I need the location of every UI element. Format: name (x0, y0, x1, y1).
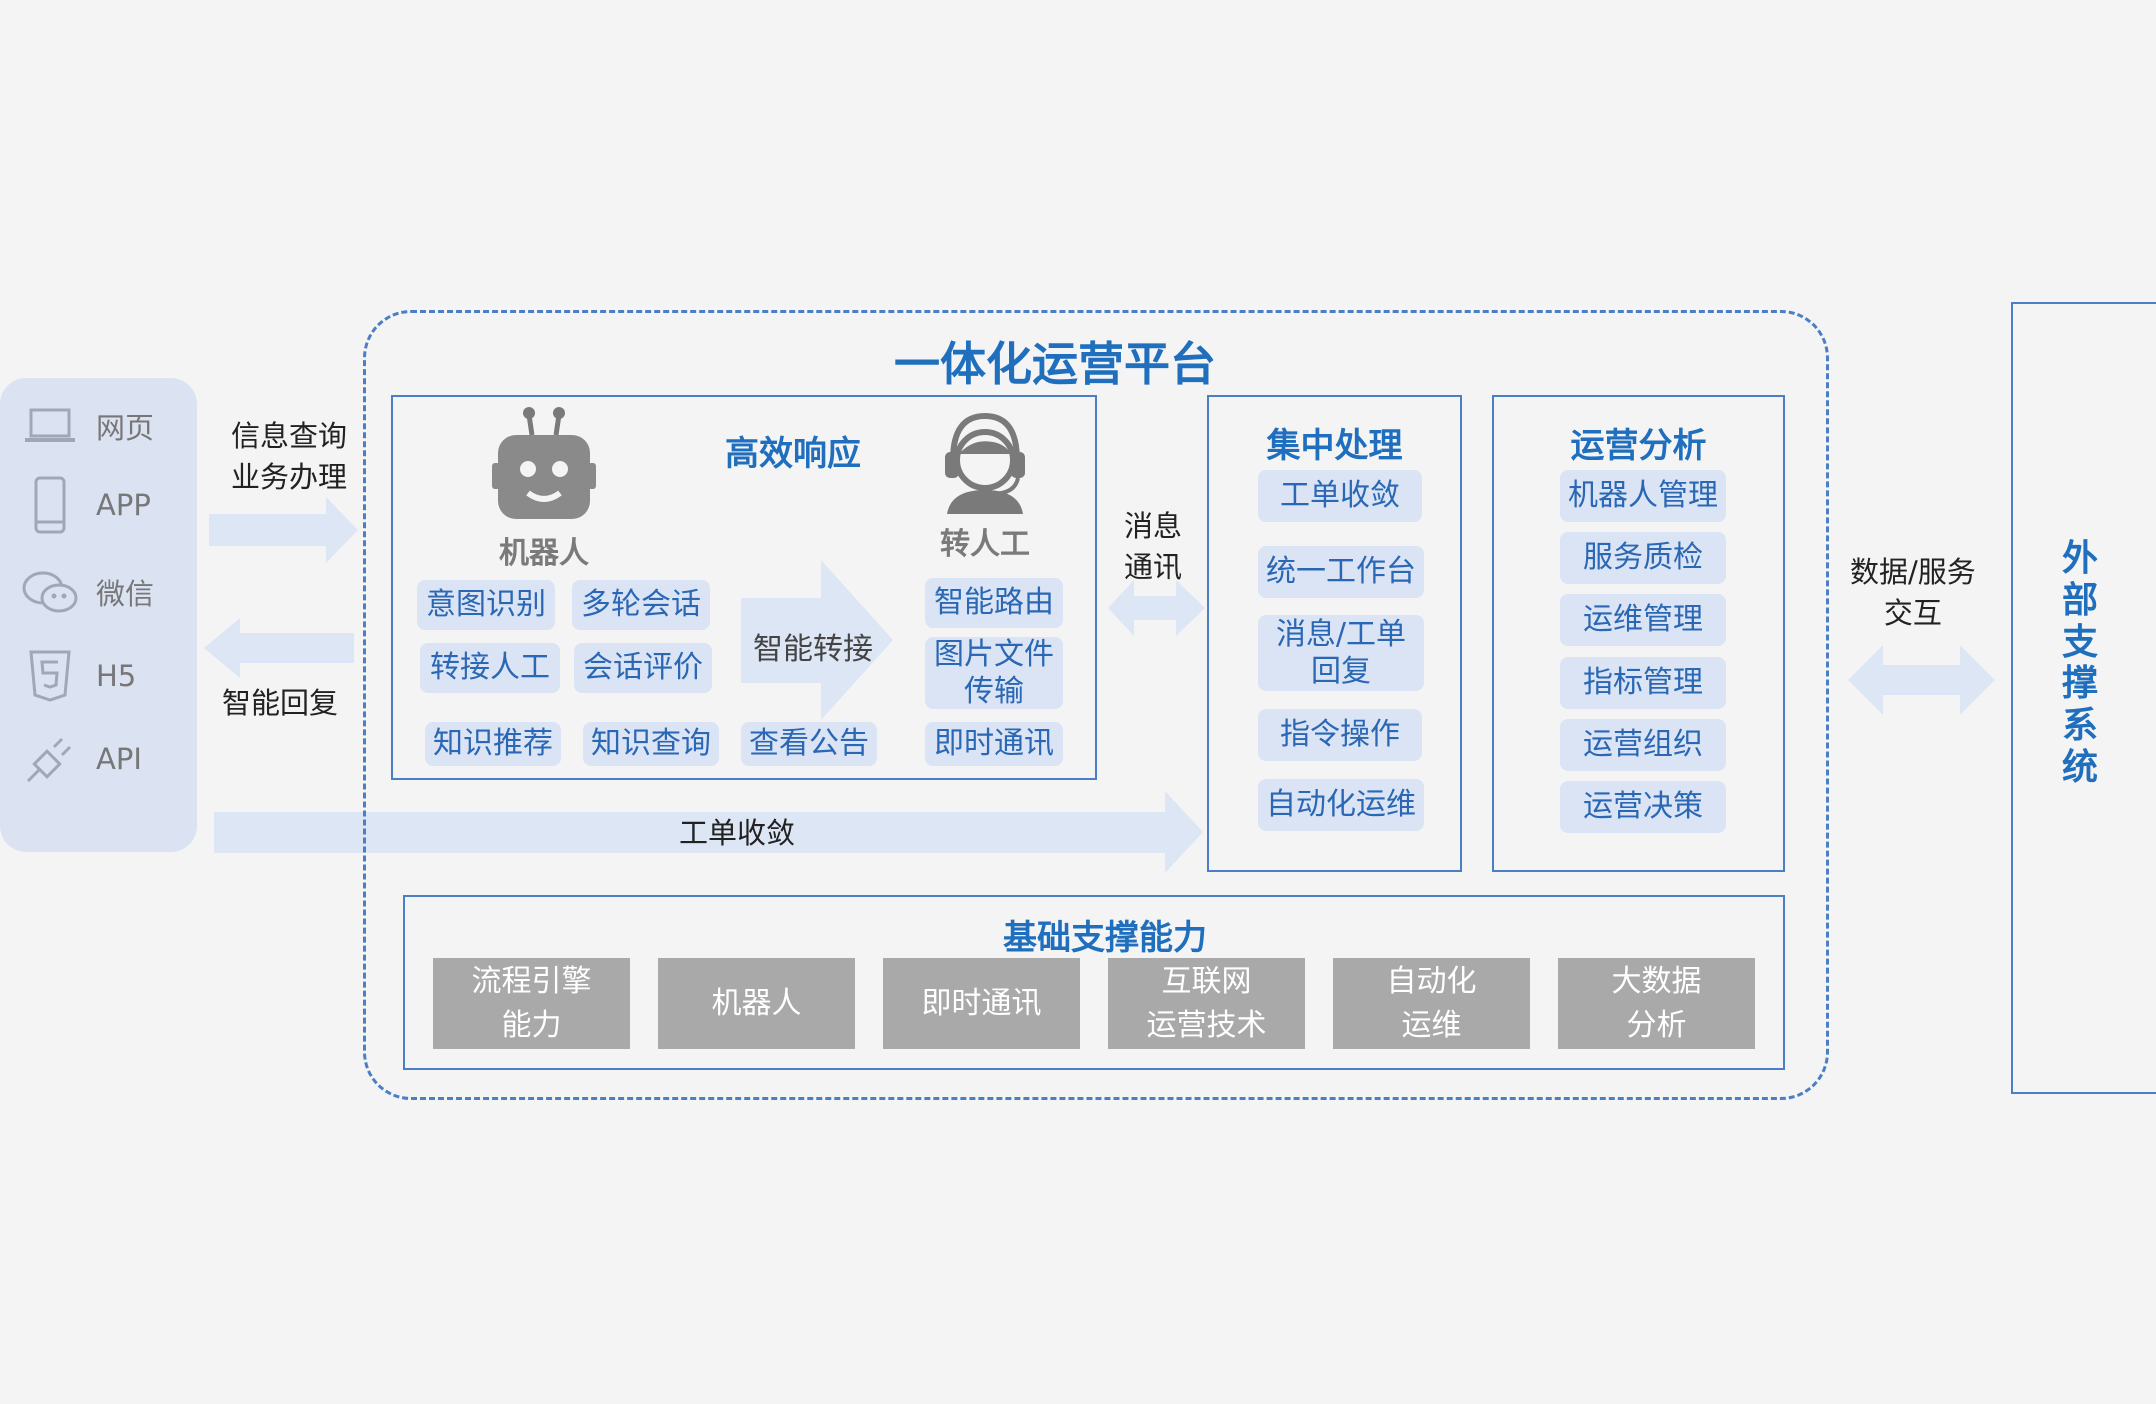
channel-label: API (96, 742, 142, 776)
channel-panel (0, 378, 197, 852)
instant-messaging-pill: 即时通讯 (925, 722, 1063, 766)
reply-label: 智能回复 (222, 686, 339, 720)
transfer-human-pill: 转接人工 (420, 643, 560, 693)
multi-turn-dialog-pill: 多轮会话 (572, 580, 710, 630)
foundation-item: 自动化 运维 (1333, 958, 1530, 1049)
operation-analysis-title: 运营分析 (1570, 426, 1707, 466)
message-label: 消息 通讯 (1124, 509, 1183, 584)
external-system-box (2011, 302, 2156, 1094)
efficient-response-title: 高效响应 (725, 434, 861, 474)
html5-icon (20, 649, 80, 703)
reply-arrow (204, 618, 354, 678)
knowledge-recommend-pill: 知识推荐 (425, 722, 561, 766)
channel-api: API (20, 729, 190, 789)
command-operation-pill: 指令操作 (1258, 709, 1422, 761)
query-label: 信息查询 业务办理 (231, 419, 348, 494)
external-system-label: 外 部 支 撑 系 统 (2061, 538, 2098, 788)
channel-wechat: 微信 (20, 562, 190, 622)
session-rating-pill: 会话评价 (574, 643, 712, 693)
view-notice-pill: 查看公告 (741, 722, 877, 766)
foundation-box (403, 895, 1785, 1070)
ticket-arrow (214, 791, 1203, 873)
platform-title: 一体化运营平台 (894, 337, 1216, 391)
platform-container (363, 310, 1829, 1100)
phone-icon (20, 476, 80, 534)
smart-transfer-label: 智能转接 (753, 632, 873, 667)
auto-ops-pill: 自动化运维 (1258, 779, 1424, 831)
channel-label: H5 (96, 659, 137, 693)
efficient-response-box (391, 395, 1097, 780)
message-arrow (1108, 580, 1205, 636)
channel-web: 网页 (20, 396, 190, 456)
laptop-icon (20, 406, 80, 446)
robot-icon (492, 405, 596, 523)
foundation-item: 互联网 运营技术 (1108, 958, 1305, 1049)
channel-label: 微信 (96, 577, 155, 611)
agent-label: 转人工 (940, 527, 1030, 562)
foundation-item: 大数据 分析 (1558, 958, 1755, 1049)
robot-label: 机器人 (499, 536, 589, 571)
message-ticket-reply-pill: 消息/工单 回复 (1258, 615, 1424, 691)
metric-management-pill: 指标管理 (1560, 657, 1726, 709)
ticket-label: 工单收敛 (679, 816, 796, 850)
service-qc-pill: 服务质检 (1560, 532, 1726, 584)
central-processing-title: 集中处理 (1266, 426, 1403, 466)
foundation-item: 机器人 (658, 958, 855, 1049)
intent-recognition-pill: 意图识别 (417, 580, 555, 630)
foundation-item: 流程引擎 能力 (433, 958, 630, 1049)
channel-app: APP (20, 475, 190, 535)
query-arrow (209, 497, 358, 563)
robot-management-pill: 机器人管理 (1560, 470, 1726, 522)
wechat-icon (20, 568, 80, 616)
channel-label: APP (96, 488, 151, 522)
ops-management-pill: 运维管理 (1560, 594, 1726, 646)
smart-routing-pill: 智能路由 (925, 578, 1063, 628)
ops-decision-pill: 运营决策 (1560, 781, 1726, 833)
file-transfer-pill: 图片文件 传输 (925, 637, 1063, 709)
operation-analysis-box (1492, 395, 1785, 872)
api-plug-icon (20, 733, 80, 785)
central-processing-box (1207, 395, 1462, 872)
ops-organization-pill: 运营组织 (1560, 719, 1726, 771)
data-service-arrow (1848, 645, 1995, 715)
ticket-converge-pill: 工单收敛 (1258, 470, 1422, 522)
transfer-arrow (741, 560, 893, 720)
channel-h5: H5 (20, 646, 190, 706)
agent-icon (933, 408, 1037, 516)
foundation-title: 基础支撑能力 (1003, 918, 1207, 958)
knowledge-query-pill: 知识查询 (583, 722, 719, 766)
data-service-label: 数据/服务 交互 (1850, 555, 1976, 630)
unified-workbench-pill: 统一工作台 (1258, 546, 1424, 598)
foundation-item: 即时通讯 (883, 958, 1080, 1049)
channel-label: 网页 (96, 411, 155, 445)
